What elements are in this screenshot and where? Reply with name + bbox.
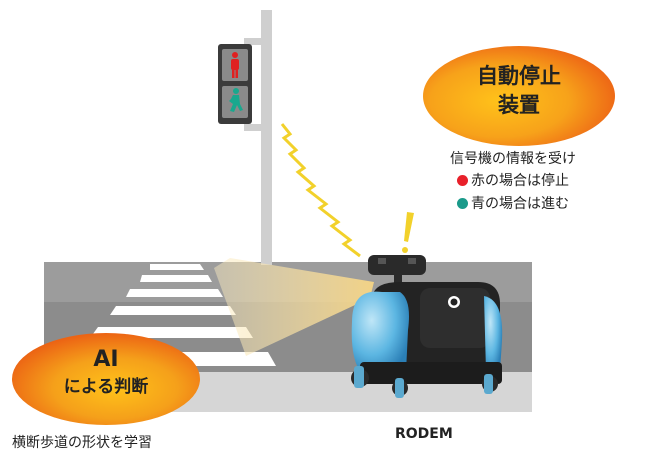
rodem-robot (351, 255, 503, 398)
ai-caption: 横断歩道の形状を学習 (12, 435, 152, 451)
pedestrian-signal (218, 44, 252, 124)
green-dot-icon (457, 197, 468, 209)
signal-zigzag (280, 123, 361, 258)
ai-title: AI による判断 (36, 346, 176, 400)
sensor-beam (214, 258, 374, 356)
legend-red-label: 赤の場合は停止 (471, 173, 569, 189)
ai-title-line2: による判断 (63, 377, 149, 397)
ai-title-line1: AI (93, 347, 119, 372)
legend-green-label: 青の場合は進む (471, 196, 569, 212)
exclamation-icon (402, 212, 414, 253)
wheel-icon (351, 366, 369, 388)
auto-stop-description: 信号機の情報を受け (450, 151, 576, 167)
auto-stop-title: 自動停止 装置 (445, 62, 593, 120)
ai-bubble (12, 333, 200, 425)
signal-pole (261, 10, 272, 265)
auto-stop-bubble (423, 46, 615, 146)
legend-red: 赤の場合は停止 (457, 170, 569, 190)
robot-label: RODEM (395, 426, 453, 442)
auto-stop-title-line2: 装置 (498, 93, 540, 117)
red-pedestrian-icon (231, 52, 239, 78)
green-pedestrian-icon (229, 88, 243, 112)
red-dot-icon (457, 174, 468, 186)
auto-stop-title-line1: 自動停止 (477, 64, 561, 88)
legend-green: 青の場合は進む (457, 193, 569, 213)
